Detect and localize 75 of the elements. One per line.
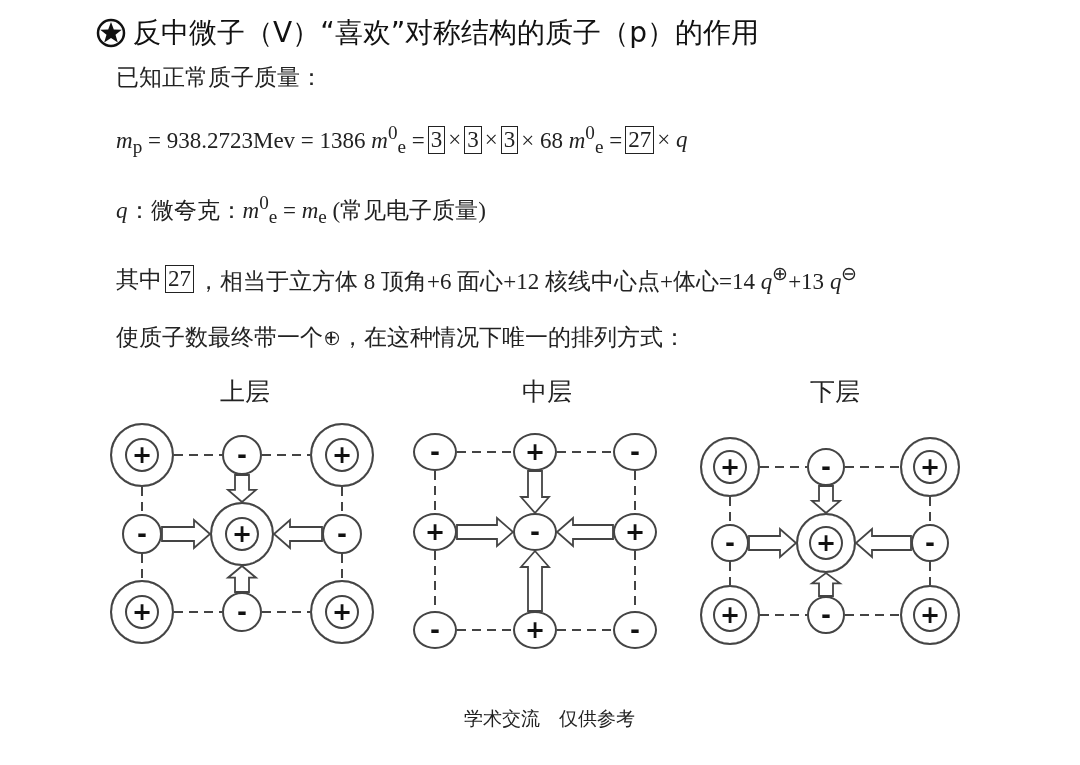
charge-circle: + [613, 513, 657, 551]
dashed-line [141, 553, 143, 581]
text-line: ，相当于立方体 8 顶角+6 面心+12 核线中心点+体心=14 q$^{⊕}$+13 q$^{⊖}$ [197, 262, 858, 296]
block-arrow [809, 571, 843, 597]
boxed-number: 27 [625, 126, 655, 155]
block-arrow [519, 470, 551, 515]
charge-circle: + [700, 437, 760, 497]
dashed-line [173, 611, 223, 613]
block-arrow [161, 518, 212, 550]
dashed-line [759, 614, 808, 616]
text-line: 已知正常质子质量： [116, 64, 323, 92]
dashed-line [759, 466, 808, 468]
charge-circle: + [310, 423, 374, 487]
block-arrow [272, 518, 323, 550]
dashed-line [456, 451, 514, 453]
block-arrow [225, 474, 259, 504]
block-arrow [748, 527, 798, 559]
dashed-line [456, 629, 514, 631]
formula: × q [657, 127, 688, 154]
charge-circle: + [900, 585, 960, 645]
block-arrow [225, 564, 259, 593]
charge-circle: - [222, 592, 262, 632]
block-arrow [854, 527, 912, 559]
block-arrow [519, 549, 551, 612]
charge-circle: - [807, 448, 845, 486]
boxed-number: 3 [427, 126, 446, 155]
charge-circle: - [222, 435, 262, 475]
layer-heading: 上层 [220, 377, 270, 407]
charge-circle: - [807, 596, 845, 634]
charge-circle: - [413, 433, 457, 471]
charge-circle: + [413, 513, 457, 551]
dashed-line [556, 629, 614, 631]
layer-heading: 下层 [810, 377, 860, 407]
charge-circle: - [613, 433, 657, 471]
dashed-line [844, 614, 901, 616]
charge-circle: + [110, 423, 174, 487]
charge-circle: + [796, 513, 856, 573]
charge-circle: - [613, 611, 657, 649]
dashed-line [261, 454, 311, 456]
dashed-line [729, 561, 731, 586]
title: 反中微子（V）“喜欢”对称结构的质子（p）的作用 [133, 15, 759, 51]
charge-circle: + [310, 580, 374, 644]
text-line: × [448, 127, 462, 154]
charge-circle: + [210, 502, 274, 566]
dashed-line [844, 466, 901, 468]
charge-circle: + [700, 585, 760, 645]
charge-circle: - [513, 513, 557, 551]
dashed-line [261, 611, 311, 613]
charge-circle: + [110, 580, 174, 644]
block-arrow [809, 485, 843, 515]
charge-circle: - [911, 524, 949, 562]
formula: m$_{p}$ = 938.2723Mev = 1386 m$^{0}$$_{e}$ = [116, 122, 425, 159]
boxed-number: 3 [500, 126, 519, 155]
boxed-number: 27 [165, 265, 194, 294]
formula: × 68 m$^{0}$$_{e}$ = [521, 122, 623, 159]
dashed-line [556, 451, 614, 453]
dashed-line [173, 454, 223, 456]
text-line: 其中 [116, 265, 162, 294]
block-arrow [456, 516, 515, 548]
charge-circle: + [900, 437, 960, 497]
text-line: q：微夸克：m$^{0}$$_{e}$ = m$_{e}$ (常见电子质量) [116, 192, 486, 229]
text-line: × [484, 127, 498, 154]
footer-note: 学术交流 仅供参考 [464, 706, 635, 731]
block-arrow [555, 516, 614, 548]
charge-circle: - [711, 524, 749, 562]
boxed-number: 3 [464, 126, 482, 155]
charge-circle: - [122, 514, 162, 554]
dashed-line [929, 561, 931, 586]
charge-circle: + [513, 611, 557, 649]
layer-heading: 中层 [522, 377, 572, 407]
charge-circle: - [413, 611, 457, 649]
text-line: 使质子数最终带一个⊕，在这种情况下唯一的排列方式： [116, 324, 686, 352]
dashed-line [341, 553, 343, 581]
charge-circle: + [513, 433, 557, 471]
charge-circle: - [322, 514, 362, 554]
